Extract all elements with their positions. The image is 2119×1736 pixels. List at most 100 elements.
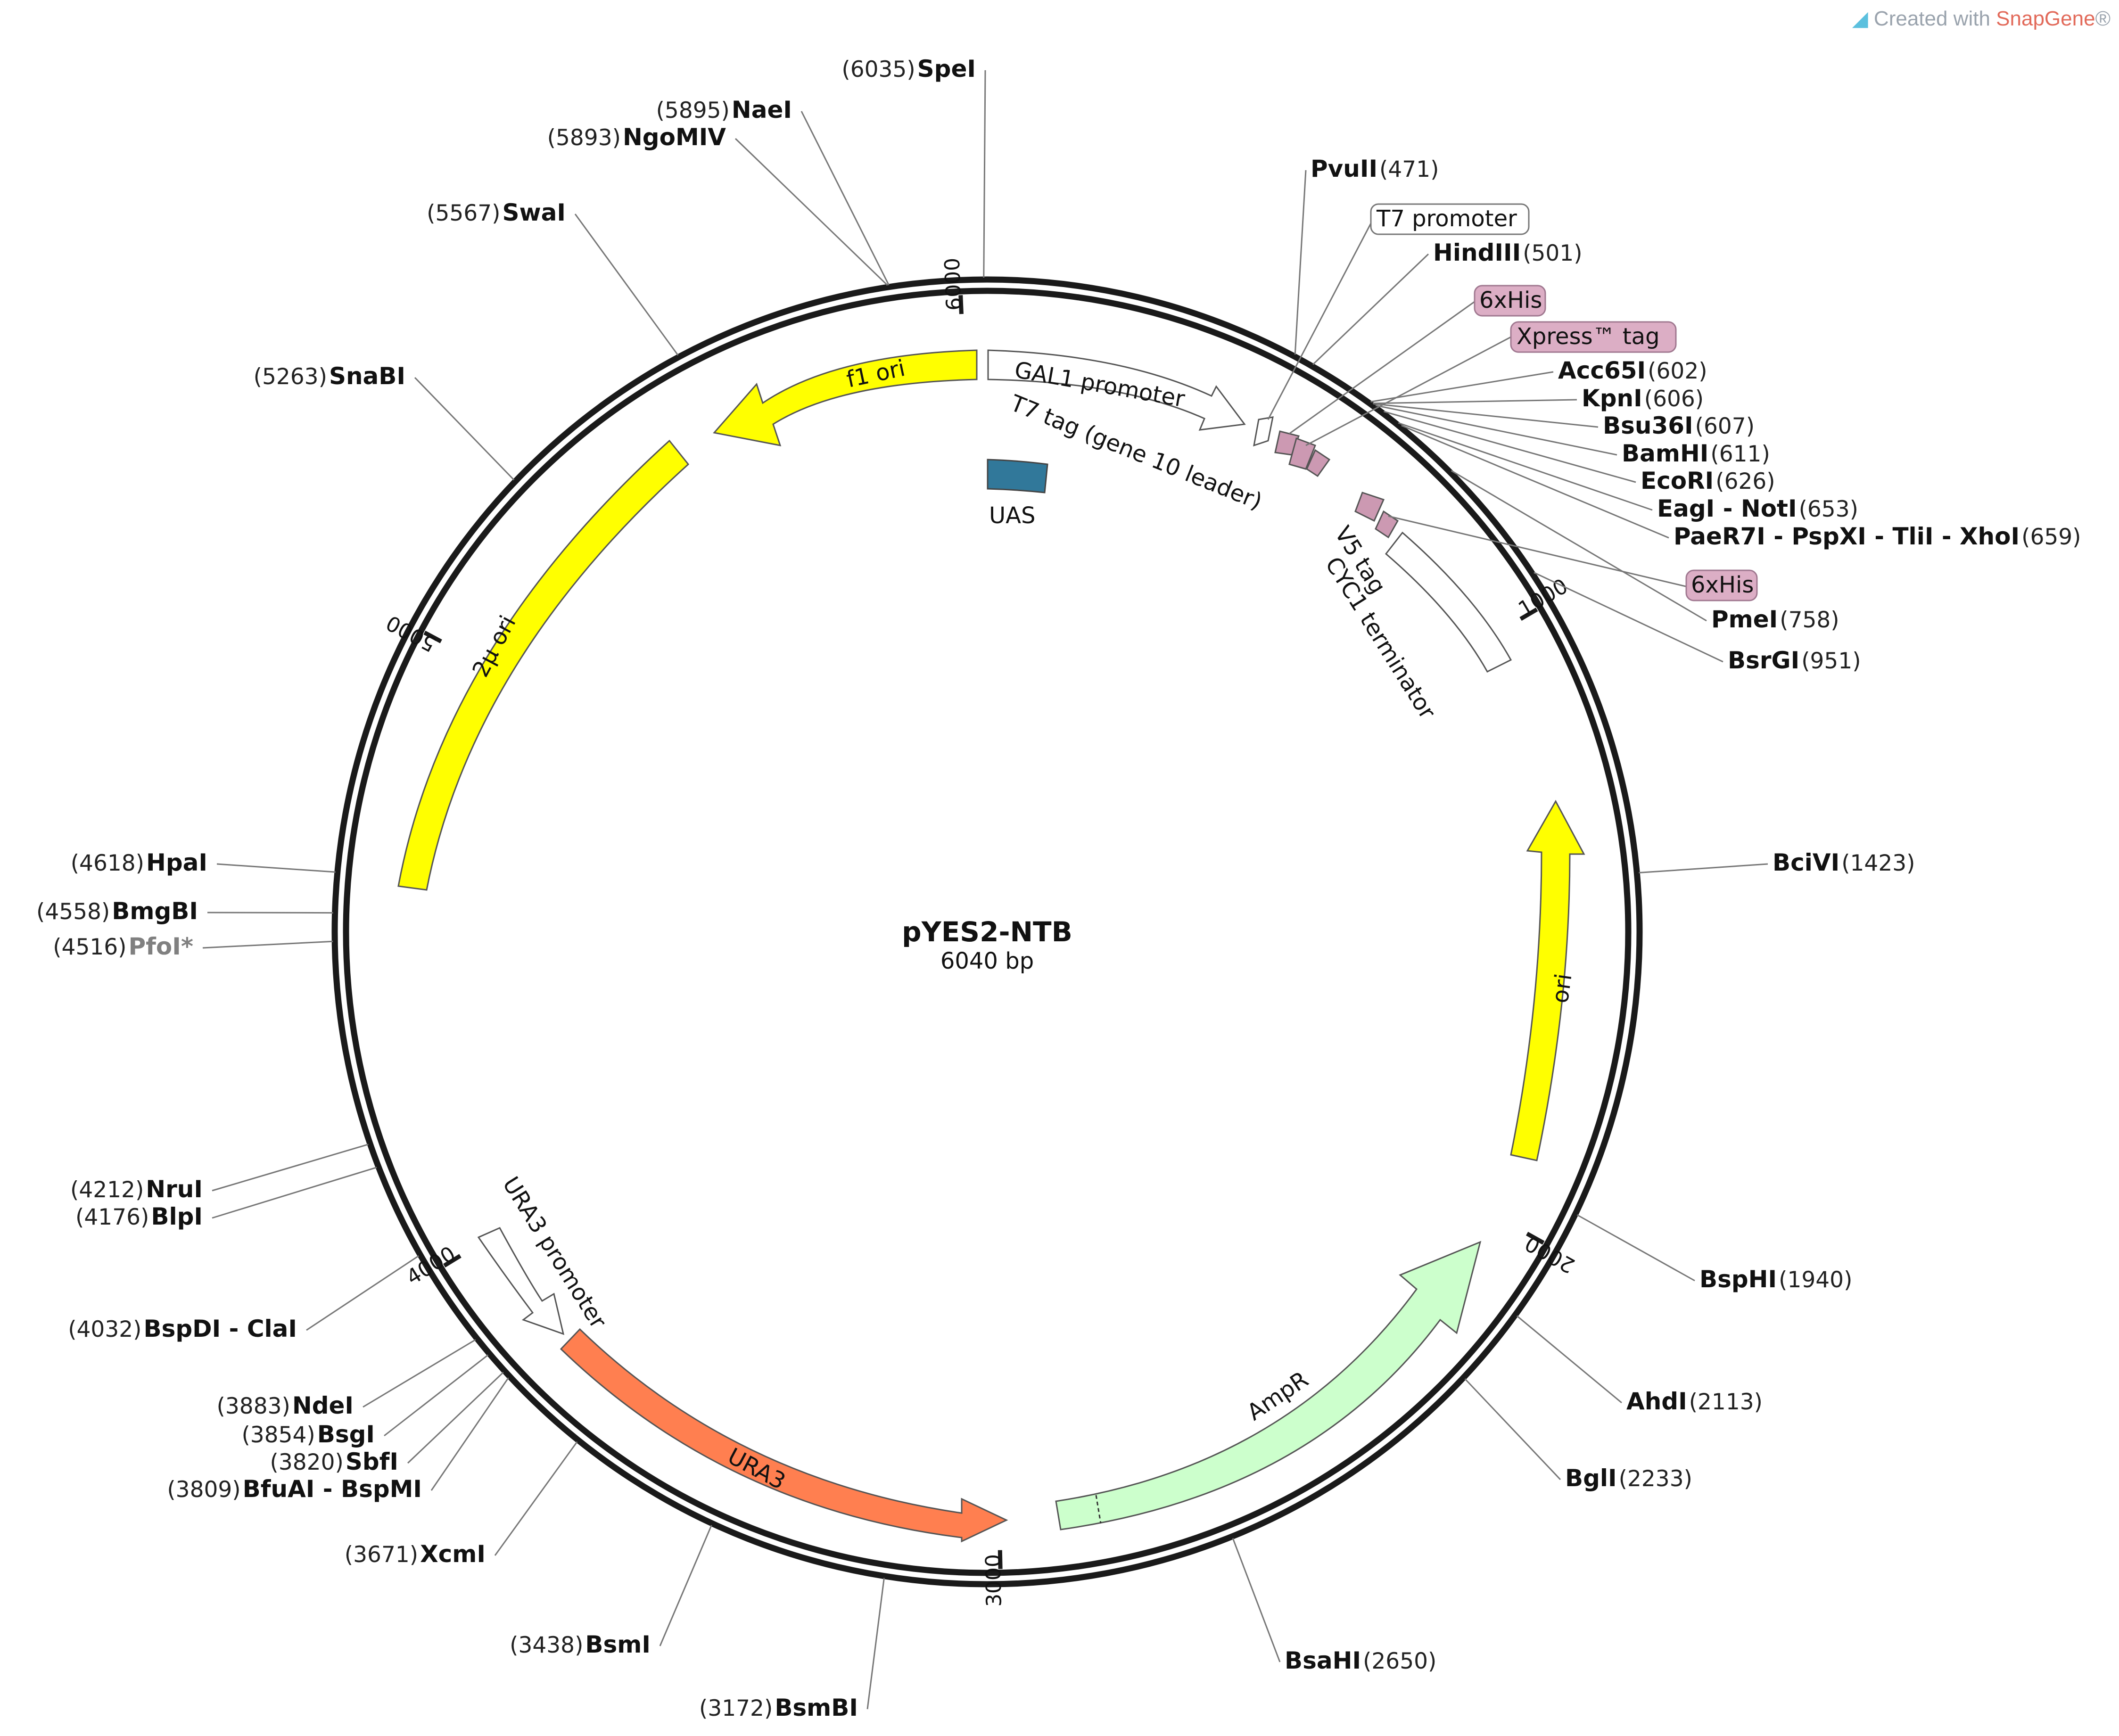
scale-tick: [423, 631, 442, 643]
restriction-site-label: (5895) NaeI: [656, 96, 792, 123]
feature-ura3: [560, 1328, 1008, 1543]
restriction-site-label: PaeR7I - PspXI - TliI - XhoI (659): [1674, 523, 2081, 550]
snapgene-logo-icon: ◢: [1852, 7, 1868, 30]
restriction-sites: (6035) SpeI (5895) NaeI(5893) NgoMIV (5567…: [36, 55, 2081, 1721]
feature-gal1-promoter: [987, 349, 1246, 431]
site-enzyme: EcoRI: [1641, 467, 1714, 494]
restriction-site-label: (3809) BfuAI - BspMI: [167, 1475, 422, 1503]
restriction-site-label: (5893) NgoMIV: [547, 123, 726, 151]
restriction-site-label: BsrGI (951): [1728, 647, 1861, 674]
label-ori: ori: [1547, 972, 1577, 1005]
restriction-site-label: Bsu36I (607): [1603, 412, 1755, 439]
site-enzyme: PfoI*: [129, 933, 194, 960]
site-position: (653): [1799, 496, 1858, 522]
site-enzyme: SnaBI: [329, 362, 405, 390]
site-leader: [306, 1255, 419, 1331]
restriction-site-label: EagI - NotI (653): [1657, 495, 1858, 522]
site-enzyme: BlpI: [151, 1203, 203, 1230]
site-enzyme: BamHI: [1622, 440, 1708, 467]
site-enzyme: SpeI: [917, 55, 976, 82]
site-position: (471): [1379, 156, 1439, 182]
site-leader: [1451, 470, 1707, 622]
site-leader: [212, 1167, 377, 1219]
credit-mark: ®: [2095, 7, 2111, 30]
site-position: (3820): [270, 1449, 344, 1475]
restriction-site-label: (3854) BsgI: [241, 1421, 375, 1448]
site-position: (3671): [345, 1542, 418, 1568]
feature-2mu-ori: [397, 439, 690, 891]
site-enzyme: BglI: [1565, 1464, 1617, 1492]
scale-tick: [958, 295, 964, 314]
site-position: (626): [1715, 469, 1775, 494]
restriction-site-label: (3820) SbfI: [270, 1448, 398, 1475]
credit-prefix: Created with: [1873, 7, 1990, 30]
site-position: (4558): [36, 899, 110, 925]
site-leader: [1464, 1378, 1561, 1481]
feature-6xhis-2: [1375, 510, 1399, 539]
feature-f1-ori: [713, 349, 978, 446]
site-enzyme: BsaHI: [1285, 1647, 1361, 1674]
site-position: (2650): [1363, 1648, 1436, 1674]
leader-6xhis-1: [1289, 301, 1475, 435]
site-enzyme: BsmI: [585, 1631, 651, 1658]
restriction-site-label: (3671) XcmI: [345, 1540, 486, 1568]
box-xpress-tag: [1510, 321, 1677, 353]
restriction-site-label: (5263) SnaBI: [254, 362, 405, 390]
box-label-xpress-tag: Xpress™ tag: [1517, 323, 1660, 350]
site-position: (4516): [53, 934, 126, 960]
restriction-site-label: (4212) NruI: [70, 1176, 203, 1203]
site-leader: [983, 70, 986, 278]
site-enzyme: SwaI: [502, 199, 566, 226]
restriction-site-label: BsaHI (2650): [1285, 1647, 1436, 1674]
backbone-outer: [331, 276, 1643, 1588]
scale-tick: [1526, 1232, 1545, 1245]
site-leader: [1232, 1538, 1281, 1662]
restriction-site-label: (4032) BspDI - ClaI: [68, 1315, 297, 1342]
site-enzyme: BspHI: [1699, 1266, 1777, 1293]
site-leader: [866, 1578, 885, 1710]
site-leader: [1576, 1214, 1695, 1282]
site-leader: [1312, 253, 1429, 365]
site-enzyme: XcmI: [420, 1540, 486, 1568]
site-leader: [1398, 422, 1653, 511]
label-uas: UAS: [989, 502, 1035, 529]
leader-t7-promoter: [1267, 221, 1373, 420]
site-position: (5263): [254, 364, 327, 390]
restriction-site-label: (5567) SwaI: [427, 199, 566, 226]
plasmid-size: 6040 bp: [940, 948, 1034, 974]
label-f1-ori: f1 ori: [844, 355, 907, 393]
restriction-site-label: (3172) BsmBI: [699, 1694, 858, 1721]
site-position: (3438): [510, 1632, 583, 1658]
site-leader: [414, 377, 515, 481]
site-position: (602): [1648, 358, 1707, 384]
ampr-divider: [1095, 1495, 1102, 1524]
restriction-site-label: PvuII (471): [1311, 155, 1439, 182]
site-enzyme: Acc65I: [1558, 357, 1646, 384]
site-enzyme: PmeI: [1711, 606, 1778, 633]
site-position: (3172): [699, 1695, 773, 1721]
box-label-6xhis-1: 6xHis: [1479, 287, 1542, 313]
site-position: (3854): [241, 1422, 315, 1448]
feature-boxes: T7 promoter 6xHis Xpress™ tag 6xHis: [1267, 203, 1758, 601]
site-leader: [384, 1354, 489, 1437]
feature-ori: [1510, 799, 1585, 1161]
restriction-site-label: (3883) NdeI: [217, 1392, 354, 1419]
restriction-site-label: BglI (2233): [1565, 1464, 1692, 1492]
scale-tick-label: 6000: [940, 257, 966, 311]
site-enzyme: NdeI: [292, 1392, 354, 1419]
site-position: (6035): [841, 57, 915, 82]
site-position: (5567): [427, 200, 500, 226]
site-position: (611): [1710, 441, 1770, 467]
site-leader: [1516, 1315, 1622, 1404]
site-leader: [659, 1525, 712, 1646]
restriction-site-label: Acc65I (602): [1558, 357, 1707, 384]
feature-v5-tag: [1354, 492, 1385, 522]
site-enzyme: BsmBI: [775, 1694, 858, 1721]
feature-t7-tag-marker: [1306, 449, 1331, 477]
site-position: (951): [1801, 648, 1861, 674]
box-label-6xhis-2: 6xHis: [1691, 572, 1754, 598]
site-enzyme: PvuII: [1311, 155, 1377, 182]
site-leader: [430, 1377, 509, 1491]
site-enzyme: NgoMIV: [623, 123, 726, 151]
